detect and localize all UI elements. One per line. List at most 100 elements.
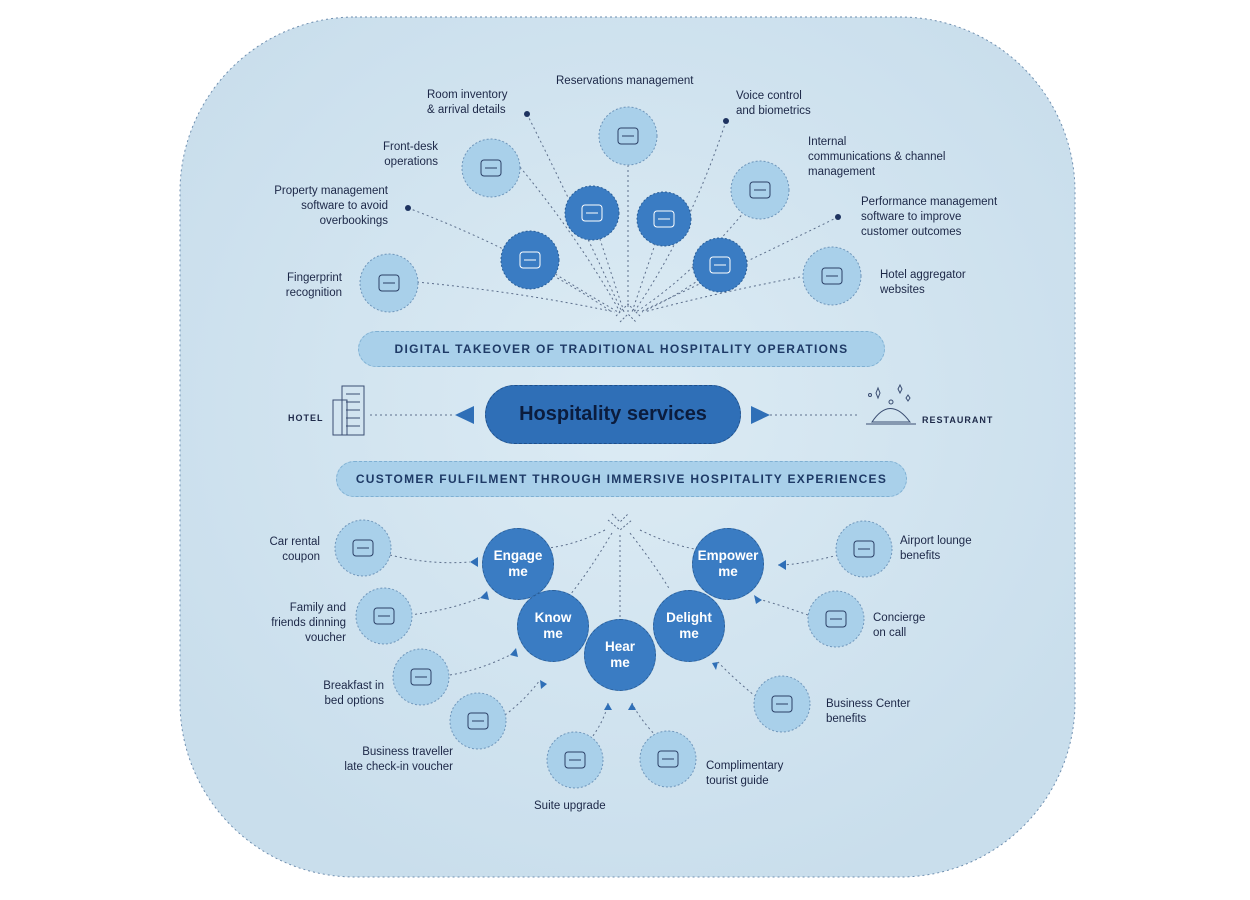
label-line: late check-in voucher bbox=[344, 761, 453, 773]
connector-line bbox=[449, 654, 511, 676]
user-voice-icon bbox=[692, 237, 748, 293]
arrow-head-icon bbox=[628, 703, 636, 710]
op-label-voice-control: Voice control and biometrics bbox=[736, 89, 811, 119]
label-line: recognition bbox=[285, 287, 342, 299]
experiences-band-label: CUSTOMER FULFILMENT THROUGH IMMERSIVE HO… bbox=[355, 472, 888, 486]
label-line: Airport lounge bbox=[900, 535, 972, 547]
op-label-property-management: Property management software to avoid over… bbox=[274, 184, 388, 229]
label-line: voucher bbox=[305, 632, 346, 644]
apex-chevrons bbox=[607, 303, 641, 531]
label-line: Reservations management bbox=[556, 75, 694, 87]
pillar-line: Empower bbox=[697, 548, 759, 563]
connector-line bbox=[643, 275, 806, 313]
label-line: communications & channel bbox=[808, 151, 946, 163]
label-dots bbox=[405, 111, 841, 220]
pillar-line: me bbox=[543, 626, 563, 641]
voucher-ticket-icon bbox=[355, 587, 413, 645]
arrow-head-icon bbox=[778, 560, 786, 570]
label-line: overbookings bbox=[319, 215, 388, 227]
label-line: Performance management bbox=[861, 196, 998, 208]
hospitality-services-node: Hospitality services bbox=[485, 385, 741, 444]
label-line: Fingerprint bbox=[287, 272, 342, 284]
benefit-label-airport-lounge: Airport lounge benefits bbox=[900, 534, 972, 564]
arrow-head-icon bbox=[540, 680, 547, 689]
arrow-head-icon bbox=[604, 703, 612, 710]
building-icon bbox=[332, 385, 365, 436]
lounge-screen-icon bbox=[835, 520, 893, 578]
label-line: Internal bbox=[808, 136, 847, 148]
dot bbox=[723, 118, 729, 124]
breakfast-bed-icon bbox=[392, 648, 450, 706]
label-line: Car rental bbox=[269, 536, 321, 548]
label-line: Breakfast in bbox=[323, 680, 384, 692]
map-guide-icon bbox=[639, 730, 697, 788]
label-line: Family and bbox=[289, 602, 346, 614]
voice-wave-icon bbox=[636, 191, 692, 247]
label-line: Room inventory bbox=[427, 89, 508, 101]
label-line: on call bbox=[873, 627, 907, 639]
experiences-band: CUSTOMER FULFILMENT THROUGH IMMERSIVE HO… bbox=[336, 461, 907, 497]
label-line: bed options bbox=[324, 695, 384, 707]
room-cards-icon bbox=[564, 185, 620, 241]
core-title: Hospitality services bbox=[519, 403, 707, 425]
door-icon bbox=[546, 731, 604, 789]
label-line: benefits bbox=[826, 713, 867, 725]
label-line: Concierge bbox=[873, 612, 926, 624]
pillar-line: Hear bbox=[604, 639, 636, 654]
connector-line bbox=[409, 597, 481, 616]
benefit-label-breakfast: Breakfast in bed options bbox=[323, 679, 384, 709]
chat-bubbles-icon bbox=[730, 160, 790, 220]
front-desk-icon bbox=[461, 138, 521, 198]
dot bbox=[835, 214, 841, 220]
chevron-up-icon bbox=[615, 303, 641, 317]
connector-line bbox=[547, 529, 606, 549]
ticket-cards-icon bbox=[449, 692, 507, 750]
op-label-internal-communications: Internal communications & channel manageme… bbox=[808, 135, 945, 180]
op-label-fingerprint: Fingerprint recognition bbox=[286, 271, 342, 301]
operations-band-label: DIGITAL TAKEOVER OF TRADITIONAL HOSPITAL… bbox=[394, 342, 849, 356]
pillar-line: Delight bbox=[666, 610, 712, 625]
pillar-line: Engage bbox=[493, 548, 543, 563]
car-icon bbox=[334, 519, 392, 577]
connector-line bbox=[504, 679, 541, 716]
home-security-icon bbox=[500, 230, 560, 290]
pillar-line: me bbox=[679, 626, 699, 641]
label-line: Property management bbox=[274, 185, 388, 197]
op-label-room-inventory: Room inventory& arrival details bbox=[427, 88, 508, 118]
fingerprint-icon bbox=[359, 253, 419, 313]
label-line: tourist guide bbox=[706, 775, 769, 787]
benefit-label-suite-upgrade: Suite upgrade bbox=[534, 799, 606, 814]
restaurant-label: RESTAURANT bbox=[922, 415, 994, 425]
label-line: software to avoid bbox=[301, 200, 388, 212]
connector-line bbox=[631, 214, 666, 313]
arrow-head-icon bbox=[754, 595, 762, 604]
label-line: Business Center bbox=[826, 698, 911, 710]
label-line: Voice control bbox=[736, 90, 802, 102]
label-line: operations bbox=[384, 156, 438, 168]
label-line: Hotel aggregator bbox=[880, 269, 966, 281]
arrow-left-icon bbox=[455, 406, 474, 424]
label-line: customer outcomes bbox=[861, 226, 962, 238]
op-label-reservations: Reservations management bbox=[556, 74, 693, 89]
connector-line bbox=[529, 257, 619, 313]
label-line: management bbox=[808, 166, 876, 178]
operations-band: DIGITAL TAKEOVER OF TRADITIONAL HOSPITAL… bbox=[358, 331, 885, 367]
arrow-right-icon bbox=[751, 406, 770, 424]
label-line: and biometrics bbox=[736, 105, 811, 117]
pillar-line: me bbox=[718, 564, 738, 579]
arrow-head-icon bbox=[470, 557, 478, 567]
arrow-head-icon bbox=[712, 662, 718, 670]
connector-line bbox=[526, 113, 623, 313]
connector-line bbox=[631, 702, 661, 741]
label-line: benefits bbox=[900, 550, 941, 562]
benefit-label-business-center: Business Center benefits bbox=[826, 697, 910, 727]
